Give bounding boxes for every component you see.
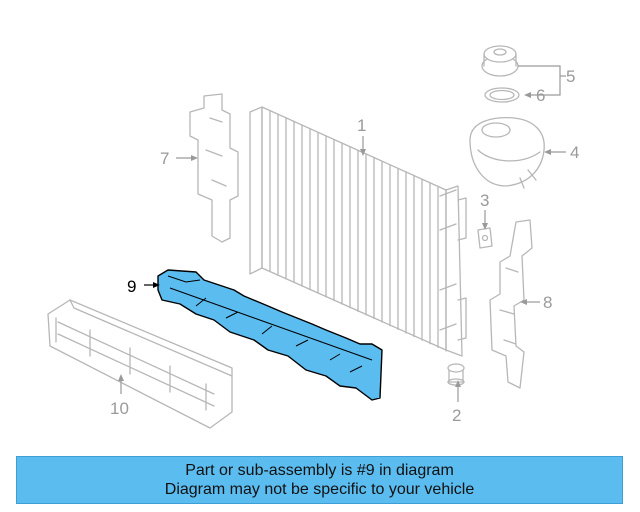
oring-part-6[interactable] (484, 87, 520, 103)
air-deflector-part-9[interactable] (157, 269, 383, 401)
callout-3: 3 (480, 191, 489, 210)
highlighted-part-shape (157, 269, 383, 401)
callout-4: 4 (570, 143, 579, 162)
cap-part-5[interactable] (481, 45, 519, 77)
callout-6: 6 (536, 86, 545, 105)
banner-line-1: Part or sub-assembly is #9 in diagram (185, 462, 454, 479)
callout-1: 1 (357, 116, 366, 135)
info-banner: Part or sub-assembly is #9 in diagram Di… (16, 456, 623, 504)
reservoir-part-4[interactable] (469, 116, 545, 189)
right-baffle-part-8[interactable] (489, 219, 533, 389)
callout-2: 2 (452, 406, 461, 425)
callout-8: 8 (543, 293, 552, 312)
callout-5: 5 (566, 67, 575, 86)
callout-7: 7 (160, 149, 169, 168)
radiator-part-1[interactable] (249, 106, 467, 357)
callout-labels: 1 2 3 4 5 6 7 8 9 10 (110, 67, 579, 425)
callout-9: 9 (127, 277, 136, 296)
callout-10: 10 (110, 399, 129, 418)
left-baffle-part-7[interactable] (189, 93, 239, 243)
clip-part-3[interactable] (477, 227, 493, 249)
banner-line-2: Diagram may not be specific to your vehi… (164, 481, 475, 498)
arrowheads (118, 92, 551, 387)
mount-part-2[interactable] (447, 363, 465, 386)
grille-part-10[interactable] (47, 299, 233, 429)
